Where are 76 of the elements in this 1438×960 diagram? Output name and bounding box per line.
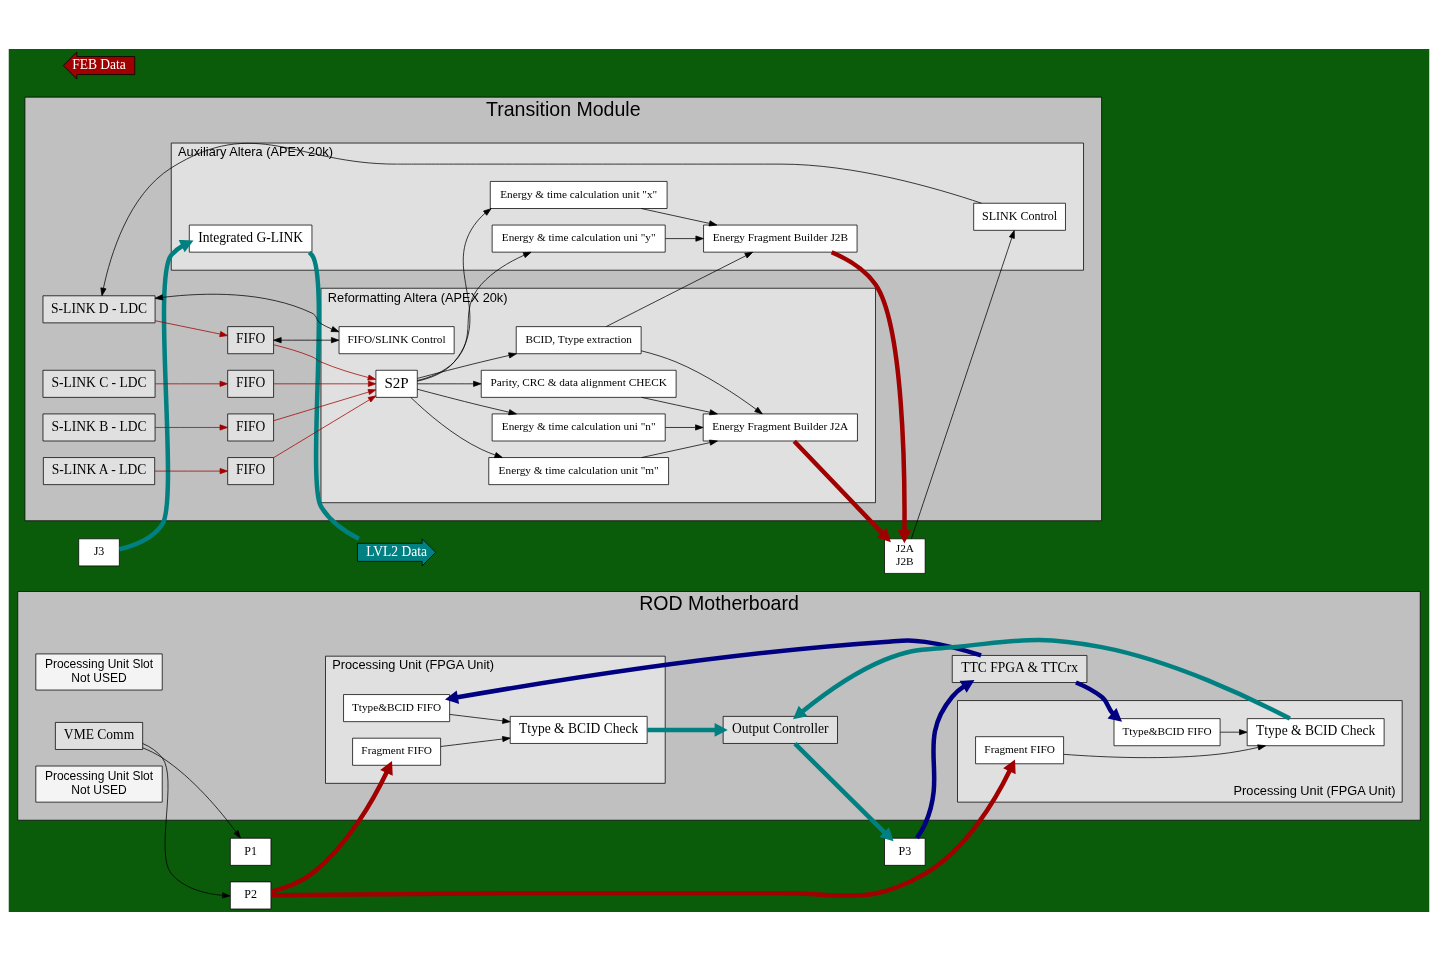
arrow: [417, 380, 482, 387]
arrow: [416, 388, 517, 415]
node-box: FIFO: [227, 369, 274, 398]
arrow: [273, 343, 377, 380]
arrow: [793, 741, 894, 841]
arrow: [911, 229, 1015, 539]
node-box: Integrated G-LINK: [188, 224, 313, 253]
arrow: [665, 235, 704, 242]
node-box: Output Controller: [722, 715, 838, 744]
arrow: [100, 142, 982, 296]
node-box: Processing Unit Slot Not USED: [35, 765, 163, 803]
node-box: FIFO: [227, 413, 274, 441]
node-box: Energy & time calculation unit "x": [489, 180, 668, 209]
arrow: [1063, 743, 1266, 758]
node-box: S2P: [375, 369, 418, 398]
node-box: P2: [229, 881, 272, 909]
arrow: [440, 735, 511, 747]
node-box: S-LINK B - LDC: [42, 413, 156, 441]
node-box: P3: [884, 837, 926, 866]
arrow: [271, 758, 1016, 898]
arrow: [830, 249, 912, 543]
arrow: [640, 349, 763, 414]
arrow: [449, 713, 511, 724]
node-box: S-LINK D - LDC: [42, 294, 156, 323]
node-box: Parity, CRC & data alignment CHECK: [480, 369, 677, 398]
arrow: [410, 396, 503, 458]
node-box: J3: [78, 537, 120, 566]
node-box: FIFO: [227, 456, 274, 485]
arrow: [142, 746, 241, 838]
arrow: [154, 467, 228, 474]
arrow: [154, 380, 228, 387]
node-box: Processing Unit Slot Not USED: [35, 653, 163, 690]
arrow: [154, 293, 340, 332]
node-box: VME Comm: [55, 721, 144, 750]
arrow: [416, 251, 532, 381]
arrow: [273, 388, 377, 421]
connector: [307, 250, 360, 541]
arrow: [142, 742, 231, 898]
node-box: Fragment FIFO: [975, 735, 1064, 764]
node-box: Energy Fragment Builder J2B: [703, 224, 858, 253]
arrow: [1219, 728, 1248, 735]
arrow: [270, 760, 393, 894]
arrow: [915, 679, 975, 839]
arrow: [154, 319, 228, 337]
arrow: [665, 423, 704, 430]
node-box: P1: [229, 837, 272, 866]
node-box: Ttype&BCID FIFO: [343, 693, 450, 722]
arrow: [154, 423, 228, 430]
arrow: [273, 395, 377, 458]
arrow: [444, 637, 982, 704]
node-box: Ttype & BCID Check: [509, 715, 648, 744]
arrow: [118, 239, 194, 551]
arrow: [792, 637, 1291, 721]
node-box: Ttype&BCID FIFO: [1113, 717, 1221, 746]
node-box: S-LINK C - LDC: [42, 369, 156, 398]
node-box: FIFO/SLINK Control: [338, 325, 455, 354]
arrow: [416, 351, 517, 379]
node-box: TTC FPGA & TTCrx: [951, 654, 1088, 683]
arrow: [273, 336, 340, 343]
arrow: [1075, 679, 1122, 722]
node-box: S-LINK A - LDC: [42, 456, 156, 485]
node-box: FIFO: [227, 325, 274, 354]
node-box: BCID, Ttype extraction: [515, 325, 642, 354]
arrow: [647, 722, 728, 737]
node-box: J2A J2B: [884, 537, 926, 574]
node-box: SLINK Control: [973, 202, 1066, 231]
node-box: Ttype & BCID Check: [1246, 717, 1385, 746]
arrow: [416, 207, 492, 382]
node-box: Energy Fragment Builder J2A: [702, 413, 858, 441]
node-box: Energy & time calculation uni "y": [491, 224, 666, 253]
node-box: Fragment FIFO: [352, 737, 441, 766]
arrow: [605, 251, 753, 327]
arrow: [273, 380, 377, 387]
arrow: [792, 439, 891, 542]
node-box: Energy & time calculation uni "n": [491, 413, 666, 441]
node-box: Energy & time calculation unit "m": [488, 456, 669, 485]
